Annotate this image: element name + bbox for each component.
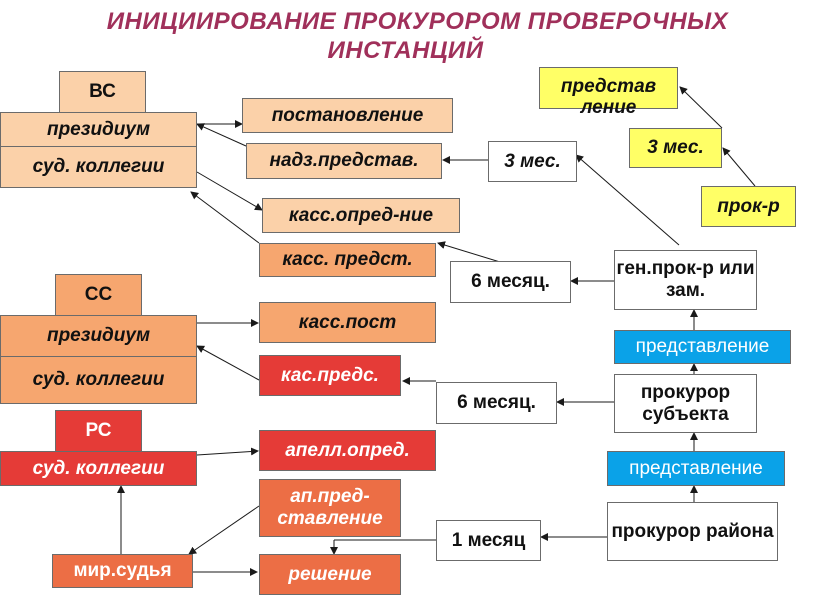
gen-prosecutor-box: ген.прок-р или зам. [614, 250, 757, 310]
vs-nadz-predstav-box: надз.представ. [246, 143, 442, 179]
submission-upper-box: представление [614, 330, 791, 364]
legend-prok-box: прок-р [701, 186, 796, 227]
ss-colleges-box: суд. коллегии [0, 356, 197, 404]
term-three-months-box: 3 мес. [488, 141, 577, 182]
rs-reshenie-box: решение [259, 554, 401, 595]
rs-court-box: РС [55, 410, 142, 452]
term-one-month-box: 1 месяц [436, 520, 541, 561]
vs-kass-opred-box: касс.опред-ние [262, 198, 460, 233]
legend-three-months-box: 3 мес. [629, 128, 722, 168]
ss-presidium-box: президиум [0, 315, 197, 357]
rs-apell-opred-box: апелл.опред. [259, 430, 436, 471]
rs-ap-predstavlenie-box: ап.пред-ставление [259, 479, 401, 537]
rs-mir-sudya-box: мир.судья [52, 554, 193, 588]
title-line-2: ИНСТАНЦИЙ [327, 37, 484, 64]
rs-colleges-box: суд. коллегии [0, 451, 197, 486]
title-line-1: ИНИЦИИРОВАНИЕ ПРОКУРОРОМ ПРОВЕРОЧНЫХ [106, 8, 729, 35]
vs-presidium-box: президиум [0, 112, 197, 147]
submission-lower-box: представление [607, 451, 785, 486]
vs-colleges-box: суд. коллегии [0, 146, 197, 188]
ss-kas-preds-box: кас.предс. [259, 355, 401, 396]
ss-court-box: СС [55, 274, 142, 316]
ss-kass-post-box: касс.пост [259, 302, 436, 343]
term-six-months-mid-box: 6 месяц. [436, 382, 557, 424]
term-six-months-top-box: 6 месяц. [450, 261, 571, 303]
subject-prosecutor-box: прокурор субъекта [614, 374, 757, 433]
legend-predstavlenie-box: представ ление [539, 67, 678, 118]
vs-postanovlenie-box: постановление [242, 98, 453, 133]
vs-court-box: ВС [59, 71, 146, 113]
vs-kass-predst-box: касс. предст. [259, 243, 436, 277]
district-prosecutor-box: прокурор района [607, 502, 778, 561]
